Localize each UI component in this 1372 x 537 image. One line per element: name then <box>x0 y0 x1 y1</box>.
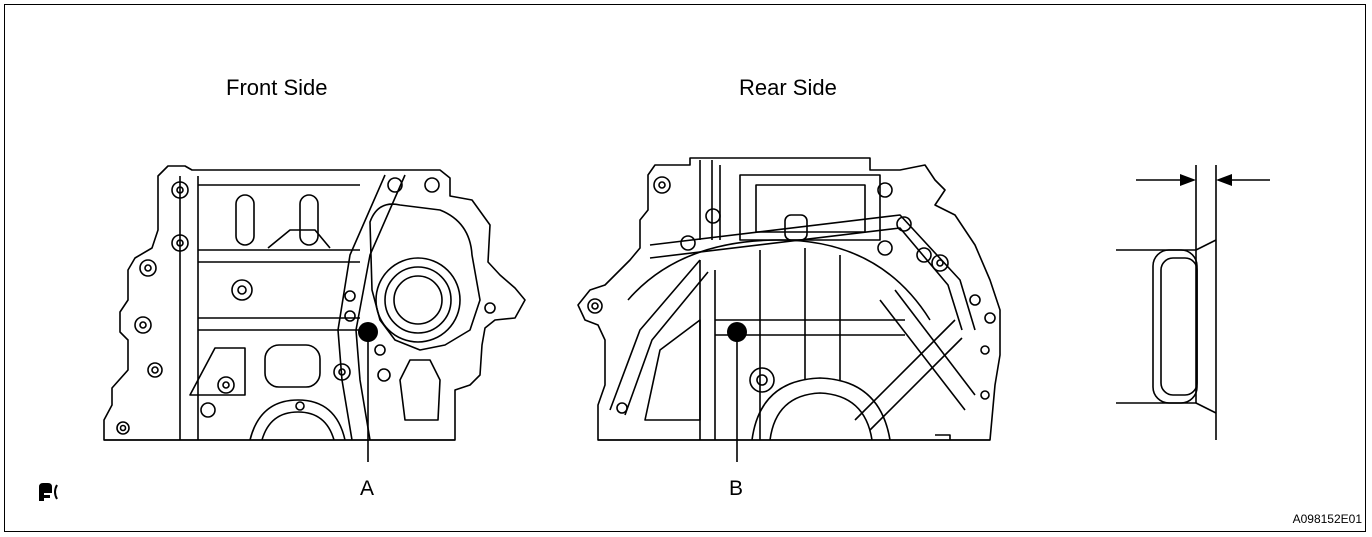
rear-block-view <box>577 157 1001 441</box>
figure-code: A098152E01 <box>1292 512 1362 526</box>
figure-frame <box>4 4 1366 532</box>
callout-a-label: A <box>360 477 375 500</box>
point-a-dot <box>358 322 378 342</box>
front-side-label: Front Side <box>226 75 328 100</box>
precaution-symbol-icon <box>39 483 58 501</box>
rear-side-label: Rear Side <box>739 75 837 100</box>
point-b-dot <box>727 322 747 342</box>
front-block-view <box>103 165 526 441</box>
callout-b-label: B <box>729 477 744 500</box>
seal-cross-section <box>1116 165 1270 440</box>
